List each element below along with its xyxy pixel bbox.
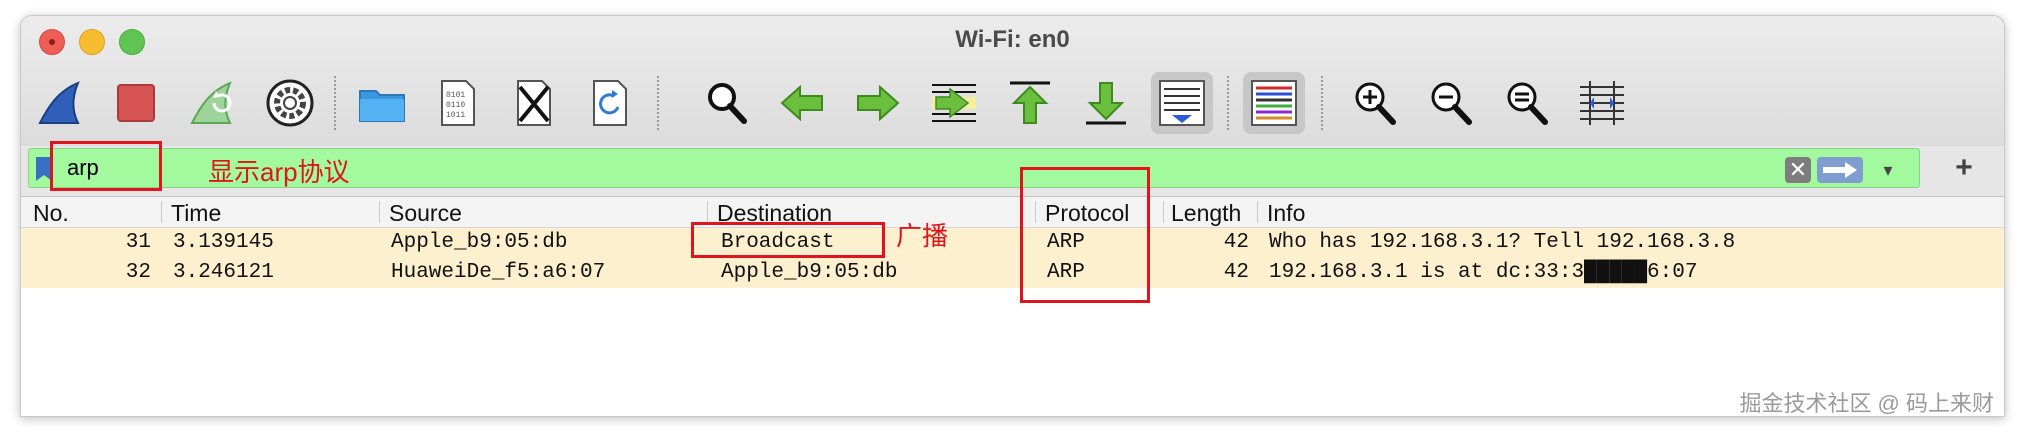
auto-scroll-button[interactable]	[1151, 72, 1213, 134]
broadcast-annotation-label: 广播	[896, 221, 949, 251]
column-header-no[interactable]: No.	[33, 200, 69, 226]
bookmark-icon[interactable]	[35, 156, 53, 182]
arrow-right-icon	[1823, 162, 1857, 178]
table-row[interactable]: 32 3.246121 HuaweiDe_f5:a6:07 Apple_b9:0…	[21, 258, 2004, 288]
packet-time: 3.246121	[173, 261, 274, 284]
filter-annotation-box	[50, 141, 162, 191]
stop-capture-icon	[117, 84, 155, 122]
open-file-button[interactable]	[351, 72, 413, 134]
column-header-info[interactable]: Info	[1267, 200, 1306, 226]
table-row[interactable]: 31 3.139145 Apple_b9:05:db Broadcast ARP…	[21, 228, 2004, 258]
packet-list: No. Time Source Destination Protocol Len…	[21, 197, 2004, 416]
shark-fin-start-icon	[38, 81, 80, 124]
reload-file-button[interactable]	[579, 72, 641, 134]
clear-filter-button[interactable]: ✕	[1785, 157, 1811, 183]
close-file-button[interactable]	[503, 72, 565, 134]
resize-columns-icon	[1580, 81, 1624, 125]
zoom-in-button[interactable]	[1343, 72, 1405, 134]
display-filter-field[interactable]: arp ✕ ▾	[28, 148, 1920, 188]
zoom-out-button[interactable]	[1419, 72, 1481, 134]
watermark: 掘金技术社区 @ 码上来财	[1739, 391, 1994, 416]
packet-no: 32	[125, 261, 151, 284]
go-forward-button[interactable]	[847, 72, 909, 134]
packet-destination: Broadcast	[721, 231, 835, 254]
display-filter-input[interactable]: arp	[67, 155, 99, 180]
packet-protocol: ARP	[1047, 231, 1085, 254]
save-file-icon: 0101 0110 1011	[441, 80, 475, 126]
packet-info: 192.168.3.1 is at dc:33:3█████6:07	[1269, 261, 1698, 284]
display-filter-bar: arp ✕ ▾ +	[21, 146, 2004, 197]
packet-no: 31	[125, 231, 151, 254]
column-header-length[interactable]: Length	[1171, 200, 1242, 226]
restart-capture-button[interactable]	[181, 72, 243, 134]
restart-capture-icon	[190, 81, 232, 124]
close-file-icon	[517, 80, 551, 126]
packet-list-header: No. Time Source Destination Protocol Len…	[21, 197, 2004, 228]
window-title: Wi-Fi: en0	[955, 26, 1070, 53]
filter-history-dropdown[interactable]: ▾	[1875, 157, 1901, 183]
packet-time: 3.139145	[173, 231, 274, 254]
toolbar-separator	[334, 76, 336, 130]
maximize-window-button[interactable]	[119, 29, 145, 55]
colorize-button[interactable]	[1243, 72, 1305, 134]
svg-text:0110: 0110	[446, 101, 465, 110]
add-filter-button[interactable]: +	[1947, 151, 1981, 185]
go-back-icon	[780, 84, 823, 122]
clear-icon: ✕	[1788, 157, 1808, 182]
capture-options-gear-icon	[266, 79, 314, 127]
main-toolbar: 0101 0110 1011	[21, 68, 2004, 138]
resize-columns-button[interactable]	[1571, 72, 1633, 134]
find-packet-icon	[708, 83, 747, 124]
go-to-last-packet-button[interactable]	[1075, 72, 1137, 134]
go-back-button[interactable]	[771, 72, 833, 134]
start-capture-button[interactable]	[29, 72, 91, 134]
packet-length: 42	[1223, 231, 1249, 254]
toolbar-separator	[1227, 76, 1229, 130]
packet-length: 42	[1223, 261, 1249, 284]
auto-scroll-icon	[1159, 80, 1205, 126]
zoom-in-icon	[1355, 82, 1396, 125]
column-header-time[interactable]: Time	[171, 200, 222, 226]
svg-text:0101: 0101	[446, 91, 465, 100]
colorize-icon	[1251, 80, 1297, 126]
go-to-last-packet-icon	[1086, 82, 1126, 125]
filter-annotation-label: 显示arp协议	[208, 157, 350, 187]
normal-size-icon	[1507, 82, 1548, 125]
find-packet-button[interactable]	[695, 72, 757, 134]
reload-file-icon	[593, 80, 627, 126]
apply-filter-button[interactable]	[1817, 157, 1863, 183]
toolbar-separator	[1321, 76, 1323, 130]
minimize-window-button[interactable]	[79, 29, 105, 55]
go-to-packet-button[interactable]	[923, 72, 985, 134]
broadcast-annotation-box	[691, 222, 885, 258]
column-header-source[interactable]: Source	[389, 200, 462, 226]
svg-text:1011: 1011	[446, 111, 465, 120]
column-header-protocol[interactable]: Protocol	[1045, 200, 1130, 226]
title-bar: Wi-Fi: en0	[21, 16, 2004, 147]
wireshark-window: Wi-Fi: en0	[20, 15, 2005, 417]
stop-capture-button[interactable]	[105, 72, 167, 134]
protocol-annotation-box	[1020, 167, 1150, 303]
packet-protocol: ARP	[1047, 261, 1085, 284]
capture-options-button[interactable]	[259, 72, 321, 134]
open-folder-icon	[359, 90, 405, 122]
toolbar-separator	[657, 76, 659, 130]
go-to-packet-icon	[932, 84, 976, 122]
go-to-first-packet-icon	[1010, 81, 1050, 124]
close-window-button[interactable]	[39, 29, 65, 55]
go-forward-icon	[857, 84, 900, 122]
packet-info: Who has 192.168.3.1? Tell 192.168.3.8	[1269, 231, 1736, 254]
go-to-first-packet-button[interactable]	[999, 72, 1061, 134]
plus-icon: +	[1955, 151, 1973, 184]
normal-size-button[interactable]	[1495, 72, 1557, 134]
zoom-out-icon	[1431, 82, 1472, 125]
chevron-down-icon: ▾	[1883, 160, 1893, 180]
packet-source: HuaweiDe_f5:a6:07	[391, 261, 606, 284]
save-file-button[interactable]: 0101 0110 1011	[427, 72, 489, 134]
packet-destination: Apple_b9:05:db	[721, 261, 898, 284]
packet-source: Apple_b9:05:db	[391, 231, 568, 254]
column-header-destination[interactable]: Destination	[717, 200, 833, 226]
